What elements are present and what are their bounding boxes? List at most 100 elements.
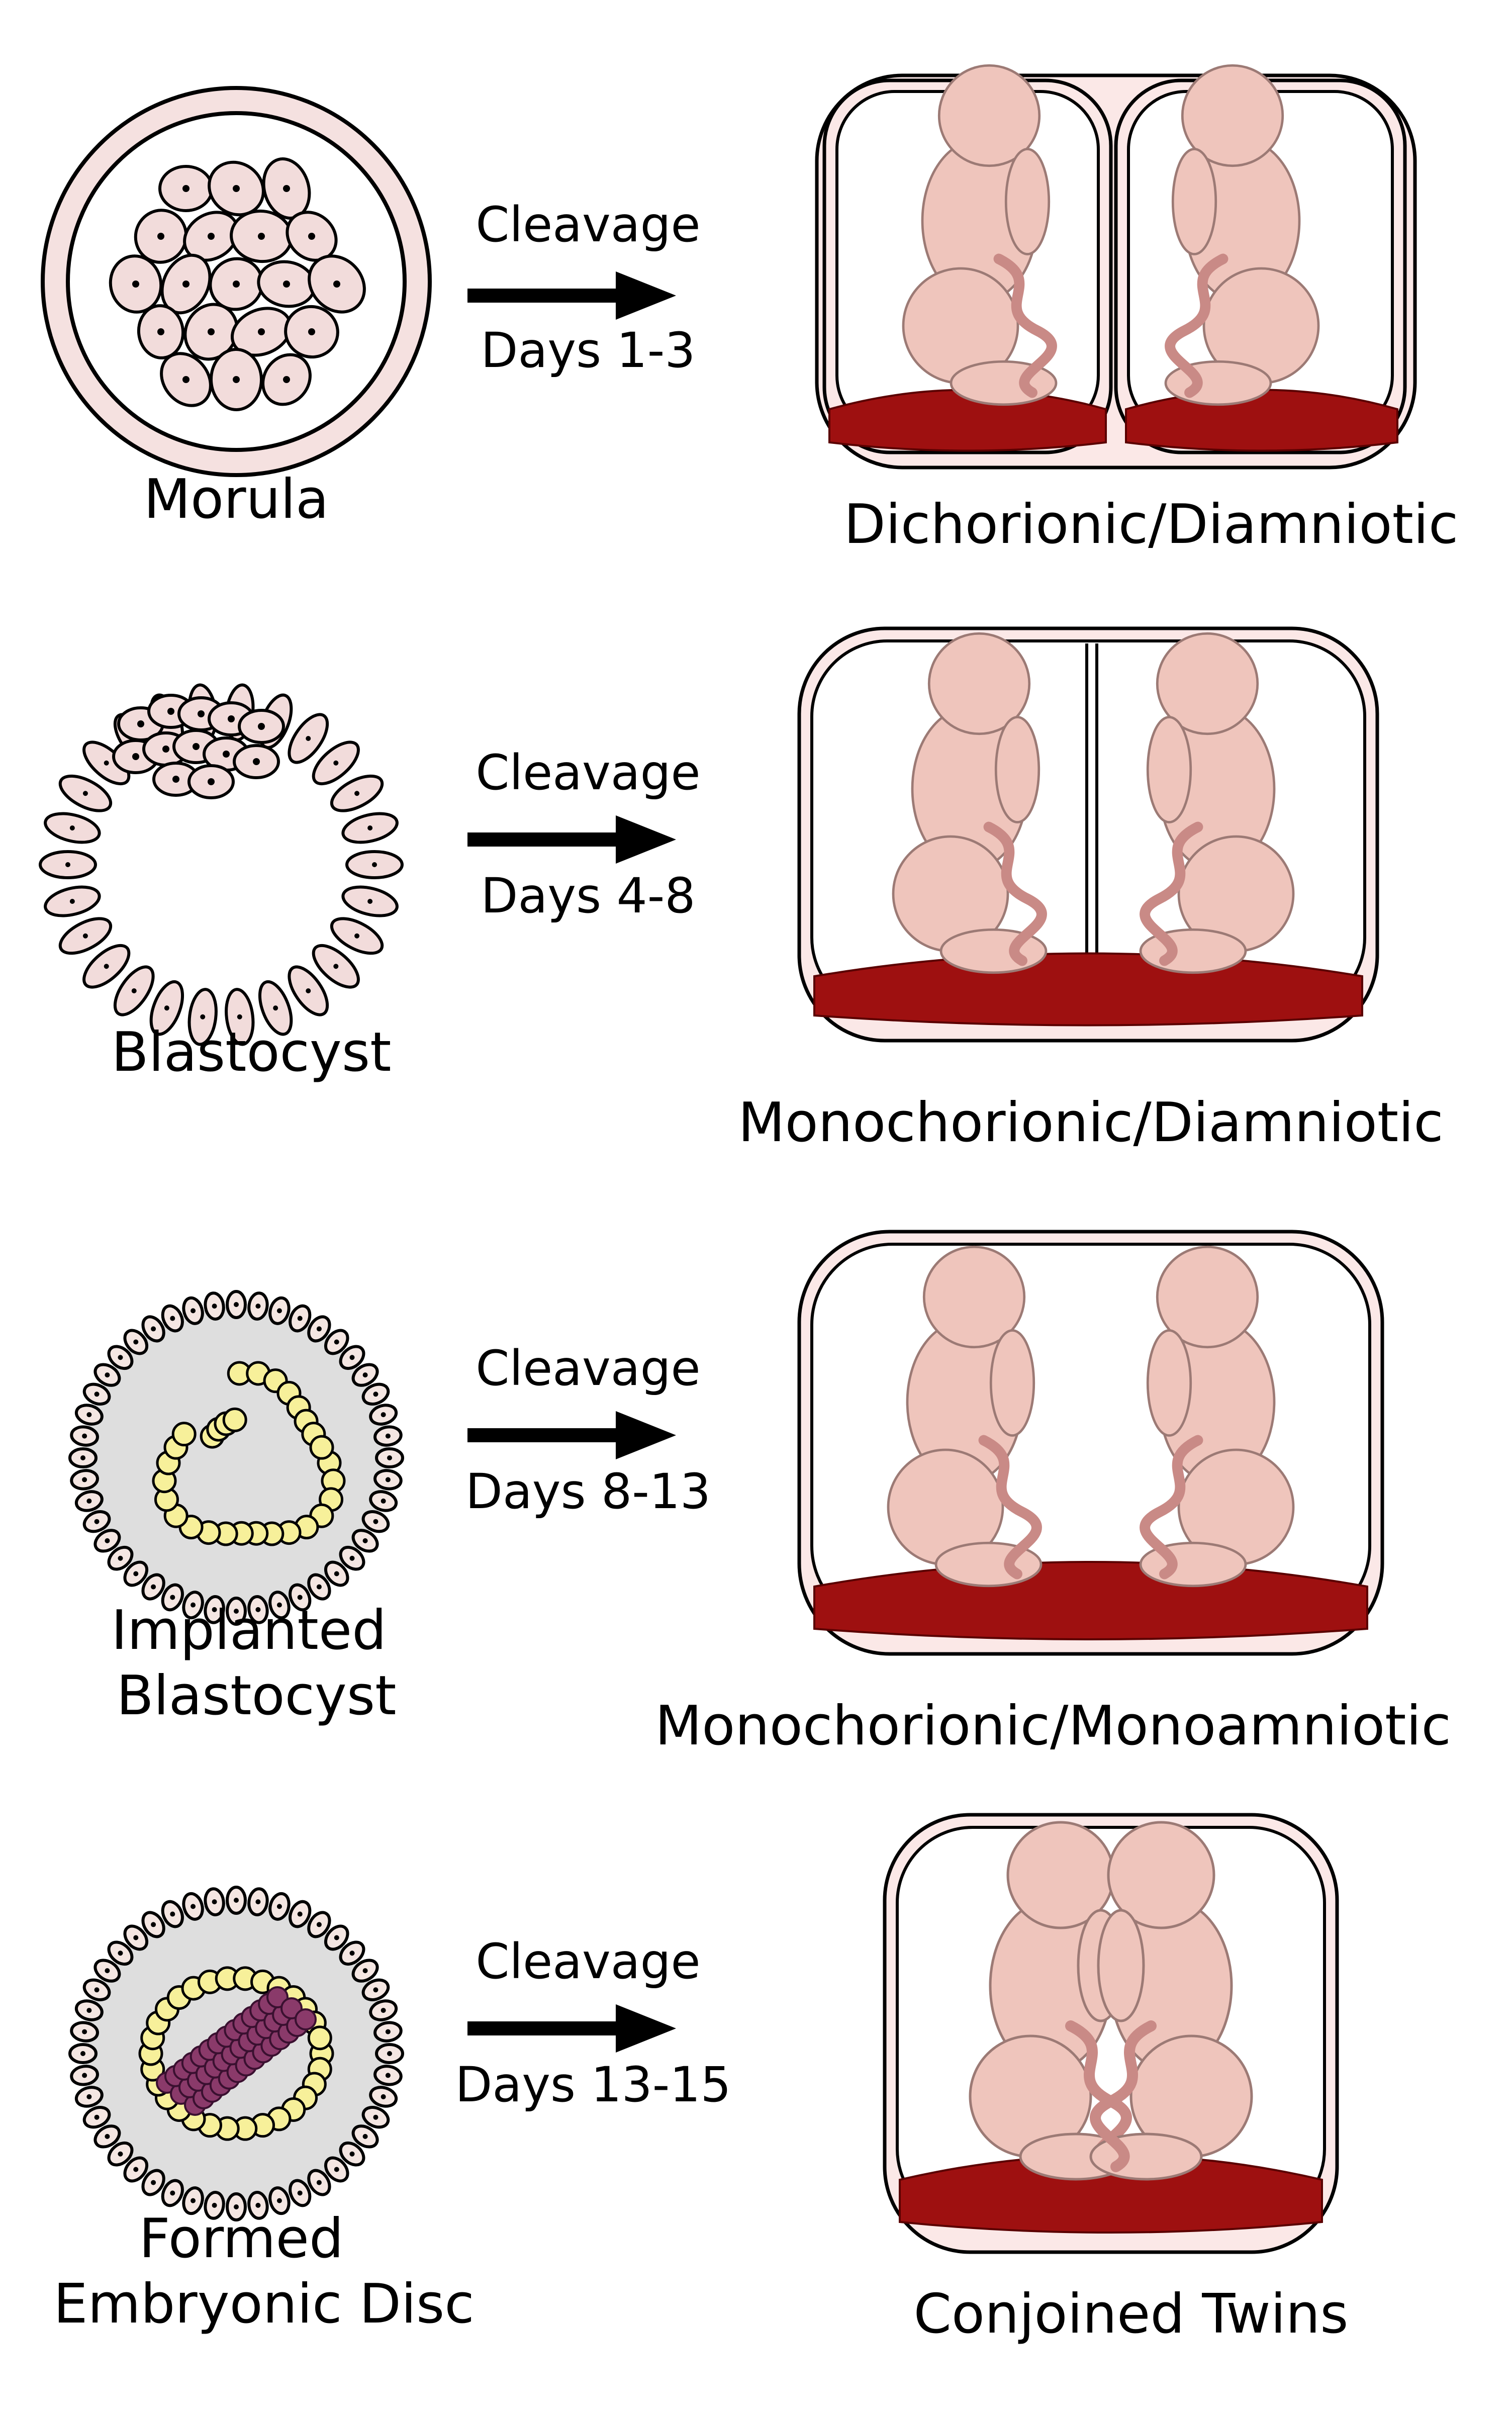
cell-nucleus xyxy=(381,1498,386,1504)
fetus-head xyxy=(1181,64,1284,167)
stage-label-line-1: Implanted xyxy=(111,1599,387,1662)
fetus xyxy=(1139,632,1295,974)
cell-nucleus xyxy=(316,1326,322,1332)
cell-nucleus xyxy=(172,776,179,783)
arrow-head xyxy=(616,271,676,320)
row-3: Implanted Blastocyst Cleavage Days 8-13 … xyxy=(68,1230,1451,1757)
placenta xyxy=(1125,389,1398,452)
morula-illustration xyxy=(41,86,432,477)
blastomere-nucleus xyxy=(208,233,215,240)
cell-nucleus xyxy=(94,1987,100,1993)
conjoined-twins-illustration xyxy=(883,1813,1339,2254)
cell-nucleus xyxy=(385,2073,391,2078)
fetus xyxy=(1164,64,1320,406)
cell-nucleus xyxy=(373,1987,379,1993)
cell-nucleus xyxy=(191,1904,196,1909)
arrow-top-label: Cleavage xyxy=(476,1933,700,1990)
cell-nucleus xyxy=(212,1899,217,1905)
cell-nucleus xyxy=(297,1595,303,1600)
fetus-head xyxy=(1156,632,1259,735)
fetus-arm xyxy=(1171,148,1217,255)
umbilical-cord xyxy=(1140,821,1203,966)
cleavage-arrow: Cleavage Days 4-8 xyxy=(467,745,701,924)
cell-nucleus xyxy=(151,1326,156,1332)
cell-nucleus xyxy=(372,862,377,867)
cell-nucleus xyxy=(118,1355,123,1360)
cell-nucleus xyxy=(65,862,70,867)
cell-nucleus xyxy=(273,1005,278,1011)
cell-nucleus xyxy=(118,2151,123,2157)
cell-nucleus xyxy=(82,791,88,796)
cell-nucleus xyxy=(228,715,235,722)
formed-embryonic-disc-illustration xyxy=(68,1886,404,2221)
umbilical-cord xyxy=(993,253,1057,398)
fetus-arm xyxy=(994,716,1041,823)
umbilical-cord xyxy=(983,821,1047,966)
cell-nucleus xyxy=(80,2051,85,2056)
cell-nucleus xyxy=(297,1911,303,1917)
blastomere-nucleus xyxy=(233,376,240,383)
cell-nucleus xyxy=(253,758,260,765)
cell-nucleus xyxy=(276,1308,282,1314)
placenta xyxy=(813,1561,1368,1640)
monochorionic-monoamniotic-illustration xyxy=(797,1230,1384,1656)
fetus xyxy=(1089,1821,1253,2181)
fetus-head xyxy=(1156,1245,1259,1349)
cell-nucleus xyxy=(367,898,373,904)
cell-nucleus xyxy=(82,1477,87,1482)
cell-nucleus xyxy=(234,1898,239,1903)
cell-nucleus xyxy=(334,1935,339,1940)
row-1: Morula Cleavage Days 1-3 Dichorionic/Dia… xyxy=(41,64,1458,556)
row-4: Formed Embryonic Disc Cleavage Days 13-1… xyxy=(53,1813,1348,2346)
cell-nucleus xyxy=(104,760,109,766)
blastomere-nucleus xyxy=(308,233,315,240)
cell-nucleus xyxy=(381,1412,386,1418)
cell-nucleus xyxy=(349,1555,355,1561)
fetus-head xyxy=(922,1245,1026,1349)
arrow-top-label: Cleavage xyxy=(476,745,700,801)
cell-nucleus xyxy=(105,1372,110,1378)
cell-nucleus xyxy=(354,933,360,939)
cell-nucleus xyxy=(133,2167,139,2172)
cell-nucleus xyxy=(133,1339,139,1345)
placenta xyxy=(813,952,1363,1027)
cell-nucleus xyxy=(237,1014,242,1019)
blastomere-nucleus xyxy=(157,328,164,335)
cell-nucleus xyxy=(137,720,144,727)
cell-nucleus xyxy=(208,778,215,785)
fetus-head xyxy=(927,632,1031,735)
blastomere-nucleus xyxy=(283,281,290,288)
cell-nucleus xyxy=(334,2167,339,2172)
cell-nucleus xyxy=(212,1304,217,1309)
cell-nucleus xyxy=(82,933,88,939)
cell-nucleus xyxy=(316,1922,322,1927)
implanted-blastocyst-illustration xyxy=(68,1290,404,1626)
blastomere-nucleus xyxy=(132,281,139,288)
cell-nucleus xyxy=(316,2180,322,2185)
cell-nucleus xyxy=(105,1538,110,1543)
embryonic-disc-cell xyxy=(295,2008,317,2030)
cleavage-arrow: Cleavage Days 13-15 xyxy=(455,1933,731,2113)
cell-nucleus xyxy=(255,2202,261,2208)
arrow-head xyxy=(616,1411,676,1459)
fetus-head xyxy=(937,64,1041,167)
cell-nucleus xyxy=(276,1602,282,1608)
cell-nucleus xyxy=(86,1498,92,1504)
cell-nucleus xyxy=(105,2133,110,2139)
cell-nucleus xyxy=(132,753,139,760)
cell-nucleus xyxy=(170,2190,175,2196)
cell-nucleus xyxy=(151,1584,156,1590)
cell-nucleus xyxy=(385,1433,391,1439)
dichorionic-diamniotic-illustration xyxy=(815,64,1417,470)
fetus-head xyxy=(1107,1821,1215,1929)
cell-nucleus xyxy=(373,1519,379,1524)
cell-nucleus xyxy=(306,735,311,741)
cell-nucleus xyxy=(316,1584,322,1590)
cell-nucleus xyxy=(82,1433,87,1439)
cell-nucleus xyxy=(223,751,230,758)
blastomere-nucleus xyxy=(308,328,315,335)
cleavage-arrow: Cleavage Days 1-3 xyxy=(467,197,701,379)
stage-label-line-1: Formed xyxy=(139,2207,343,2270)
cell-nucleus xyxy=(306,988,311,994)
cell-nucleus xyxy=(198,710,205,717)
